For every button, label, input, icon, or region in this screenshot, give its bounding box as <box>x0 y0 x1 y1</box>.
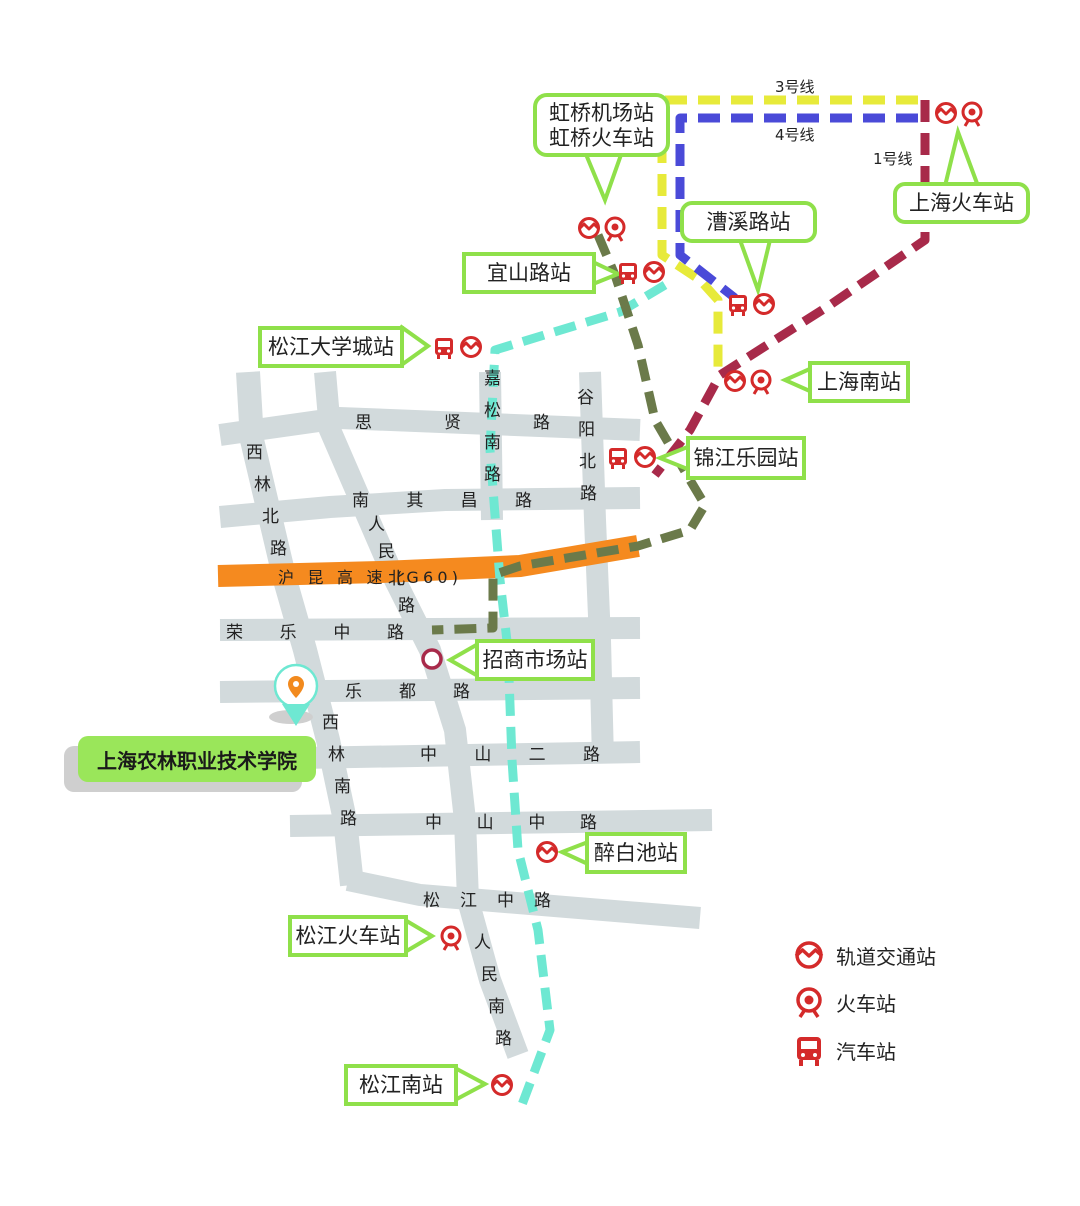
line-1-label: 1号线 <box>873 150 913 168</box>
callout-hongqiao-line1: 虹桥机场站 <box>549 101 654 125</box>
road-label-xilinbei: 西林北路 <box>246 443 287 559</box>
road-zhongshanzhong <box>289 809 713 837</box>
rail-icon-yishan <box>642 261 666 283</box>
rail-icon-caoxi <box>752 293 776 315</box>
expressway-label: 沪 昆 高 速 (G60) <box>278 568 458 587</box>
road-label-renminbei: 人民北路 <box>368 515 415 616</box>
road-renmin <box>314 371 529 1059</box>
line-4 <box>675 113 918 302</box>
rail-icon-jinjiang <box>633 446 657 468</box>
road-label-guyangbei: 谷阳北路 <box>577 388 597 504</box>
callout-songjiangnan: 松江南站 <box>344 1064 458 1106</box>
road-xilin <box>236 371 364 887</box>
bus-station-icon <box>797 1037 821 1066</box>
train-icon-shanghai <box>961 101 983 128</box>
bus-icon-yishan <box>619 263 637 284</box>
school-label: 上海农林职业技术学院 <box>78 736 316 782</box>
road-guyang <box>579 371 614 761</box>
road-label-xilinnan: 西林南路 <box>322 713 357 829</box>
bus-icon-daxuecheng <box>435 338 453 359</box>
callout-zhaoshang: 招商市场站 <box>475 639 595 681</box>
legend-bus: 汽车站 <box>792 1032 896 1068</box>
rail-icon-shanghai <box>934 102 958 124</box>
callout-caoxi: 漕溪路站 <box>680 201 817 243</box>
line-9 <box>485 281 668 1112</box>
rail-icon-zuibaichi <box>535 841 559 863</box>
road-label-renminnan: 人民南路 <box>474 933 512 1049</box>
legend-rail-label: 轨道交通站 <box>836 944 936 969</box>
callout-yishan: 宜山路站 <box>462 252 596 294</box>
train-icon-songjiang <box>440 925 462 952</box>
road-network <box>218 371 713 1059</box>
road-zhongshan2 <box>299 741 641 769</box>
line-3-label: 3号线 <box>775 78 815 96</box>
train-icon-shanghainan <box>750 369 772 396</box>
callout-daxuecheng: 松江大学城站 <box>258 326 404 368</box>
road-sixian <box>218 406 641 446</box>
legend-rail: 轨道交通站 <box>792 940 936 970</box>
train-icon-hongqiao <box>604 216 626 243</box>
rail-station-icon <box>794 941 824 969</box>
road-songjiangzhong <box>345 869 701 929</box>
rail-icon-hongqiao <box>577 217 601 239</box>
line-4-label: 4号线 <box>775 126 815 144</box>
legend-train-label: 火车站 <box>836 991 896 1016</box>
rail-icon-songjiangnan <box>490 1074 514 1096</box>
legend-train: 火车站 <box>792 985 896 1019</box>
line-3 <box>657 95 918 370</box>
station-icons <box>421 101 983 1096</box>
legend-bus-label: 汽车站 <box>836 1039 896 1064</box>
train-station-icon <box>796 987 822 1018</box>
line-12 <box>431 233 710 635</box>
callout-jinjiang: 锦江乐园站 <box>686 436 806 480</box>
bus-icon-caoxi <box>729 295 747 316</box>
callout-hongqiao-line2: 虹桥火车站 <box>549 126 654 151</box>
bus-icon-jinjiang <box>609 448 627 469</box>
callout-hongqiao: 虹桥机场站 虹桥火车站 <box>533 93 670 157</box>
road-nanqichang <box>219 487 641 528</box>
road-label-jiasongnan: 嘉松南路 <box>484 369 501 485</box>
rail-icon-shanghainan <box>723 370 747 392</box>
callout-zuibaichi: 醉白池站 <box>585 832 687 874</box>
rail-icon-daxuecheng <box>459 336 483 358</box>
callout-shanghai: 上海火车站 <box>893 182 1030 224</box>
callout-songjianghuoche: 松江火车站 <box>288 915 408 957</box>
callout-shanghainan: 上海南站 <box>808 361 910 403</box>
callout-pointers <box>398 125 980 1102</box>
school-pin <box>269 663 319 726</box>
transfer-icon-zhaoshang <box>421 648 443 670</box>
